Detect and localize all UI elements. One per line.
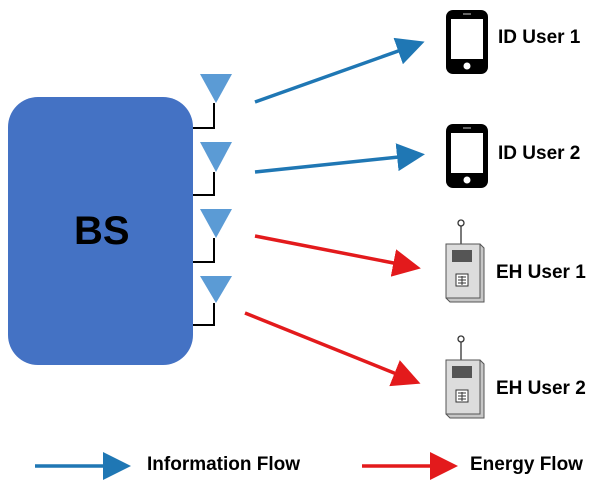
user-label-id-1: ID User 1 — [498, 27, 581, 48]
energy-arrow-user-1 — [254, 234, 421, 277]
phone-icon — [446, 10, 488, 74]
sensor-icon — [445, 335, 485, 419]
phone-icon — [446, 124, 488, 188]
base-station-label: BS — [74, 209, 130, 253]
antenna-3-icon — [200, 209, 232, 238]
antennas — [200, 74, 232, 303]
info-arrow-user-2 — [254, 143, 425, 174]
energy-arrow-user-2 — [244, 311, 421, 387]
legend-information-label: Information Flow — [147, 454, 301, 475]
sensor-icon — [445, 219, 485, 303]
legend-energy-label: Energy Flow — [470, 454, 583, 475]
info-arrow-user-1 — [254, 37, 425, 104]
user-label-id-2: ID User 2 — [498, 143, 581, 164]
base-station-block — [8, 97, 193, 365]
antenna-feeds — [193, 103, 215, 326]
antenna-2-icon — [200, 142, 232, 172]
antenna-4-icon — [200, 276, 232, 303]
user-label-eh-2: EH User 2 — [496, 378, 586, 399]
antenna-1-icon — [200, 74, 232, 103]
user-label-eh-1: EH User 1 — [496, 262, 586, 283]
